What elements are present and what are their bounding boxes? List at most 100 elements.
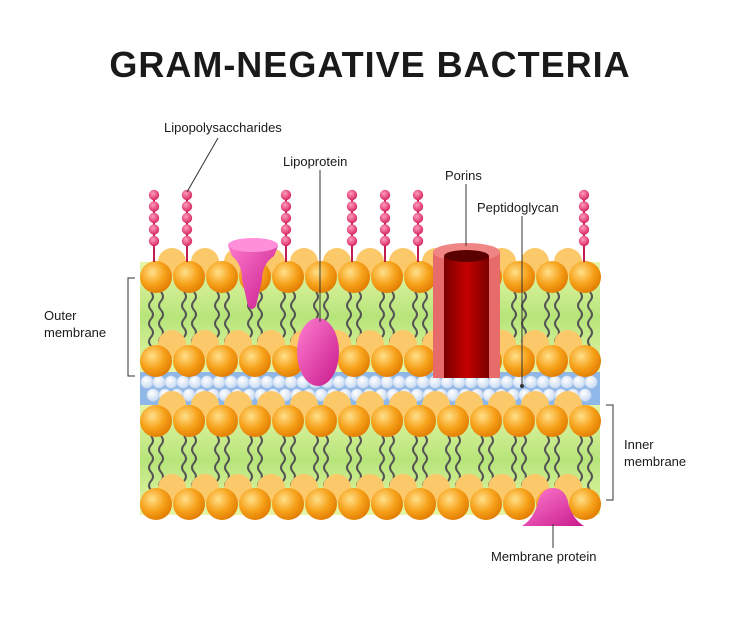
peptidoglycan-bead — [224, 375, 238, 389]
lipid-tail — [148, 291, 154, 347]
phospholipid-head — [206, 261, 238, 293]
phospholipid-head — [569, 405, 601, 437]
lps-bead — [148, 201, 160, 212]
lps-bead — [578, 224, 590, 235]
phospholipid-head — [404, 405, 436, 437]
phospholipid-head — [173, 488, 205, 520]
peptidoglycan-bead — [392, 375, 406, 389]
phospholipid-head — [305, 261, 337, 293]
peptidoglycan-bead — [284, 375, 298, 389]
phospholipid-head — [305, 405, 337, 437]
phospholipid-head — [470, 405, 502, 437]
phospholipid-head — [503, 345, 535, 377]
peptidoglycan-bead — [584, 375, 598, 389]
lps-bead — [280, 224, 292, 235]
lps-bead — [578, 201, 590, 212]
porin-channel — [433, 243, 500, 378]
phospholipid-head — [371, 488, 403, 520]
lps-bead — [181, 224, 193, 235]
phospholipid-head — [437, 405, 469, 437]
lps-bead — [346, 212, 358, 224]
phospholipid-head — [371, 261, 403, 293]
surface-protein — [228, 238, 278, 309]
lps-bead — [280, 201, 292, 212]
peptidoglycan-bead — [356, 375, 370, 389]
phospholipid-head — [206, 345, 238, 377]
phospholipid-head — [569, 345, 601, 377]
peptidoglycan-bead — [164, 375, 178, 389]
lps-bead — [346, 189, 358, 201]
lps-bead — [181, 235, 193, 247]
phospholipid-head — [371, 345, 403, 377]
peptidoglycan-bead — [152, 375, 166, 389]
lipid-tail — [587, 435, 593, 491]
lps-bead — [412, 201, 424, 212]
peptidoglycan-bead — [248, 375, 262, 389]
lps-bead — [412, 189, 424, 201]
phospholipid-head — [536, 345, 568, 377]
phospholipid-head — [569, 261, 601, 293]
phospholipid-head — [173, 405, 205, 437]
peptidoglycan-bead — [404, 375, 418, 389]
lipopolysaccharides-label: Lipopolysaccharides — [164, 120, 282, 135]
lps-bead — [379, 235, 391, 247]
peptidoglycan-bead — [416, 375, 430, 389]
peptidoglycan-bead — [380, 375, 394, 389]
lps-bead — [412, 235, 424, 247]
lipoprotein-body — [297, 318, 339, 386]
peptidoglycan-bead — [188, 375, 202, 389]
phospholipid-head — [470, 488, 502, 520]
lipid-tail — [587, 291, 593, 347]
phospholipid-head — [404, 345, 436, 377]
phospholipid-head — [404, 261, 436, 293]
lipopolysaccharides-leader — [186, 137, 219, 193]
peptidoglycan-bead — [332, 375, 346, 389]
phospholipid-head — [338, 261, 370, 293]
phospholipid-head — [173, 345, 205, 377]
lps-bead — [280, 235, 292, 247]
peptidoglycan-bead — [146, 388, 160, 402]
peptidoglycan-bead — [578, 388, 592, 402]
lps-bead — [346, 235, 358, 247]
lps-bead — [181, 201, 193, 212]
phospholipid-head — [272, 261, 304, 293]
phospholipid-head — [503, 261, 535, 293]
peptidoglycan-label: Peptidoglycan — [477, 200, 559, 215]
lps-bead — [379, 224, 391, 235]
page-title: GRAM-NEGATIVE BACTERIA — [109, 44, 631, 85]
peptidoglycan-bead — [260, 375, 274, 389]
peptidoglycan-bead — [560, 375, 574, 389]
phospholipid-head — [272, 345, 304, 377]
inner-membrane-label: Inner membrane — [624, 437, 686, 469]
membrane-protein-label: Membrane protein — [491, 549, 597, 564]
lps-bead — [412, 212, 424, 224]
peptidoglycan-bead — [500, 375, 514, 389]
peptidoglycan-bead — [344, 375, 358, 389]
lps-bead — [148, 189, 160, 201]
peptidoglycan-bead — [140, 375, 154, 389]
phospholipid-head — [206, 405, 238, 437]
phospholipid-head — [338, 405, 370, 437]
phospholipid-head — [536, 405, 568, 437]
lipoprotein-label: Lipoprotein — [283, 154, 347, 169]
phospholipid-head — [404, 488, 436, 520]
lipid-tail — [148, 435, 154, 491]
phospholipid-head — [173, 261, 205, 293]
peptidoglycan-bead — [368, 375, 382, 389]
peptidoglycan-bead — [524, 375, 538, 389]
lps-bead — [280, 212, 292, 224]
phospholipid-head — [437, 488, 469, 520]
inner-membrane-bracket — [606, 404, 614, 501]
peptidoglycan-leader-dot — [520, 384, 524, 388]
lps-bead — [379, 189, 391, 201]
phospholipid-head — [569, 488, 601, 520]
peptidoglycan-bead — [212, 375, 226, 389]
phospholipid-head — [503, 488, 535, 520]
lps-bead — [280, 189, 292, 201]
outer-membrane-bracket — [127, 277, 135, 377]
peptidoglycan-bead — [548, 375, 562, 389]
phospholipid-head — [140, 405, 172, 437]
phospholipid-head — [140, 261, 172, 293]
phospholipid-head — [239, 345, 271, 377]
